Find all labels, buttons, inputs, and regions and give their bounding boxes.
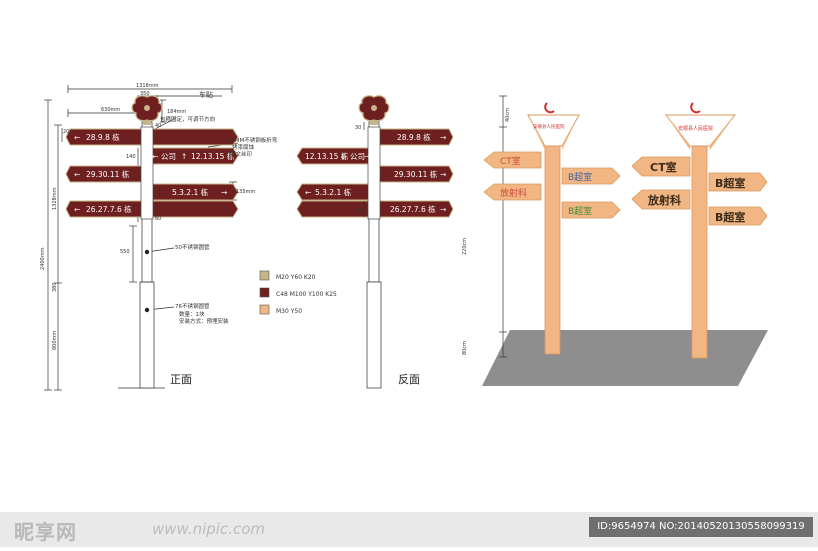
wood-sign-label: 放射科 xyxy=(500,187,527,199)
back-sign-arrow: → xyxy=(440,170,446,179)
back-ornamental-cap xyxy=(358,95,390,125)
wooden-signposts: 40cm 220cm 80cm 安顺县人民医院 CT室 放射科 B超室 B超室 xyxy=(462,95,768,386)
front-sign-arrow: ↑ xyxy=(181,152,187,161)
dim-misc-380: 380 xyxy=(52,282,58,292)
back-dim-a: 30 xyxy=(355,125,361,131)
hospital-logo-icon xyxy=(544,102,555,114)
back-sign-label: 5.3.2.1 栋 xyxy=(315,187,352,197)
hospital-name: 安顺县人民医院 xyxy=(678,125,713,132)
legend-label: M20 Y60 K20 xyxy=(276,274,316,281)
front-clamp-dot xyxy=(144,249,150,255)
watermark-brand: 昵享网 xyxy=(14,520,77,544)
wood-sign-label: B超室 xyxy=(715,176,745,190)
dim-upper-height: 1328mm xyxy=(52,187,58,210)
wood-sign-label: B超室 xyxy=(568,171,592,183)
dim-top-gap: 630mm xyxy=(101,107,120,113)
back-pole-mount xyxy=(367,126,381,220)
dim-pitch-135: 135mm xyxy=(236,189,255,195)
wood-sign-label: 放射科 xyxy=(647,193,681,207)
hospital-name: 安顺县人民医院 xyxy=(533,123,565,130)
note-plate: 1.2MM不锈钢板折弯 xyxy=(226,136,278,144)
front-pole-mount xyxy=(140,126,154,220)
front-sign-label: 公司 xyxy=(161,152,176,161)
back-sign-arrow: ← xyxy=(305,188,311,197)
color-legend: M20 Y60 K20 C48 M100 Y100 K25 M30 Y50 xyxy=(259,270,337,315)
wood-sign-label: B超室 xyxy=(715,210,745,224)
dim-lower-height: 800mm xyxy=(52,331,58,350)
back-lower-pole xyxy=(366,281,382,389)
front-sign-label: 29.30.11 栋 xyxy=(86,169,130,179)
dim-gap-140: 140 xyxy=(126,154,136,160)
front-lower-pole xyxy=(139,281,155,389)
wood-dim-base: 80cm xyxy=(462,341,468,355)
legend-swatch xyxy=(259,304,270,315)
note-text-style: 图文丝印 xyxy=(230,150,253,158)
front-view-label: 正面 xyxy=(170,373,192,386)
dim-total-width: 1318mm xyxy=(136,83,159,89)
back-view: 28.9.8 栋 → 12.13.15 栋 ↓ 公司 → 29.30.11 栋 … xyxy=(296,95,454,389)
legend-label: M30 Y50 xyxy=(276,308,302,315)
front-ornamental-cap xyxy=(131,95,163,125)
wood-post-left: 安顺县人民医院 CT室 放射科 B超室 B超室 xyxy=(483,102,621,355)
dim-gap-60: 60 xyxy=(155,216,161,222)
back-sign-label: 公司 xyxy=(350,152,365,161)
front-sign-arrow: ← xyxy=(74,170,80,179)
back-view-label: 反面 xyxy=(398,373,420,386)
legend-swatch xyxy=(259,270,270,281)
wood-dim-main: 220cm xyxy=(462,238,468,255)
front-sign-label: 26.27.7.6 栋 xyxy=(86,204,132,214)
dim-small-b: 40 xyxy=(155,123,161,129)
back-sign-label: 12.13.15 栋 xyxy=(305,151,349,161)
note-cap: 车贴 xyxy=(199,90,213,99)
back-sign-arrow: → xyxy=(440,205,446,214)
front-sign-arrow: ← xyxy=(74,205,80,214)
image-id-label: ID:9654974 NO:20140520130558099319 xyxy=(589,517,813,537)
wood-sign-label: CT室 xyxy=(500,155,521,167)
front-sign-arrow: ← xyxy=(74,133,80,142)
back-sign-arrow: → xyxy=(364,152,370,161)
front-sign-label: 28.9.8 栋 xyxy=(86,132,120,142)
hospital-logo-icon xyxy=(690,102,701,114)
note-qty: 数量：1块 xyxy=(179,310,205,318)
back-sign-arrow: ↓ xyxy=(340,152,346,161)
note-paint: 烤漆腐蚀 xyxy=(232,143,255,151)
wood-post-right: 安顺县人民医院 CT室 放射科 B超室 B超室 xyxy=(631,102,768,359)
wood-sign-label: CT室 xyxy=(650,160,677,174)
back-sign-arrow: → xyxy=(440,133,446,142)
watermark-url: www.nipic.com xyxy=(152,520,266,538)
front-sign-arrow: → xyxy=(221,188,227,197)
dim-lower-550: 550 xyxy=(120,249,130,255)
note-lower-pole: 76不锈钢圆管 xyxy=(175,302,210,310)
dim-overall-height: 2400mm xyxy=(40,247,46,270)
wood-sign-label: B超室 xyxy=(568,205,592,217)
note-upper-pole: 50不锈钢圆管 xyxy=(175,243,210,251)
legend-label: C48 M100 Y100 K25 xyxy=(276,291,337,298)
legend-swatch xyxy=(259,287,270,298)
back-sign-label: 29.30.11 栋 xyxy=(394,169,438,179)
front-sign-label: 12.13.15 栋 xyxy=(191,151,235,161)
dim-cap-width: 350 xyxy=(140,91,150,97)
note-install: 安装方式：预埋安装 xyxy=(179,317,229,325)
front-sign-label: 5.3.2.1 栋 xyxy=(172,187,209,197)
ground-shadow xyxy=(482,330,768,386)
front-view: ← 28.9.8 栋 ← 公司 ↑ 12.13.15 栋 ← 29.30.11 … xyxy=(40,83,278,391)
front-clamp-dot xyxy=(144,307,150,313)
back-dim-b: 90 xyxy=(355,208,361,214)
dim-small-a: 20 xyxy=(63,129,69,135)
dim-cap-height: 184mm xyxy=(167,109,186,115)
wood-dim-top: 40cm xyxy=(505,108,511,122)
note-adjust: 包箍固定，可调节方向 xyxy=(160,115,215,123)
back-sign-label: 28.9.8 栋 xyxy=(397,132,431,142)
back-sign-label: 26.27.7.6 栋 xyxy=(390,204,436,214)
front-sign-arrow: ← xyxy=(152,152,158,161)
